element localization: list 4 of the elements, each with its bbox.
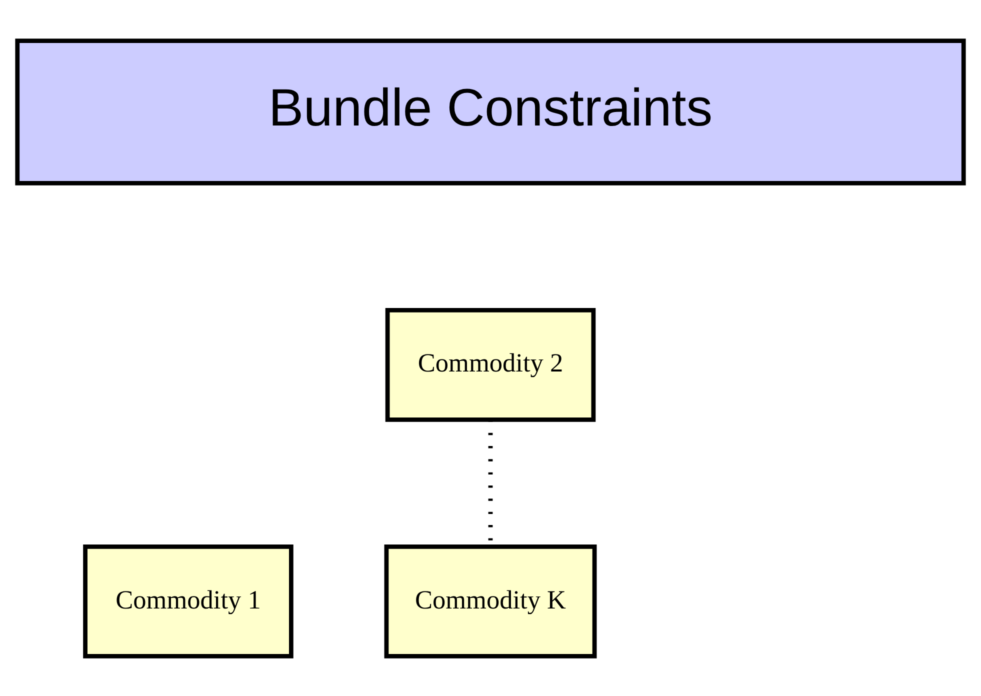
node-box: Commodity 1 xyxy=(83,544,294,658)
node-box: Commodity K xyxy=(384,544,597,658)
node-box: Commodity 2 xyxy=(385,307,596,422)
node-box: Bundle Constraints xyxy=(15,38,966,185)
